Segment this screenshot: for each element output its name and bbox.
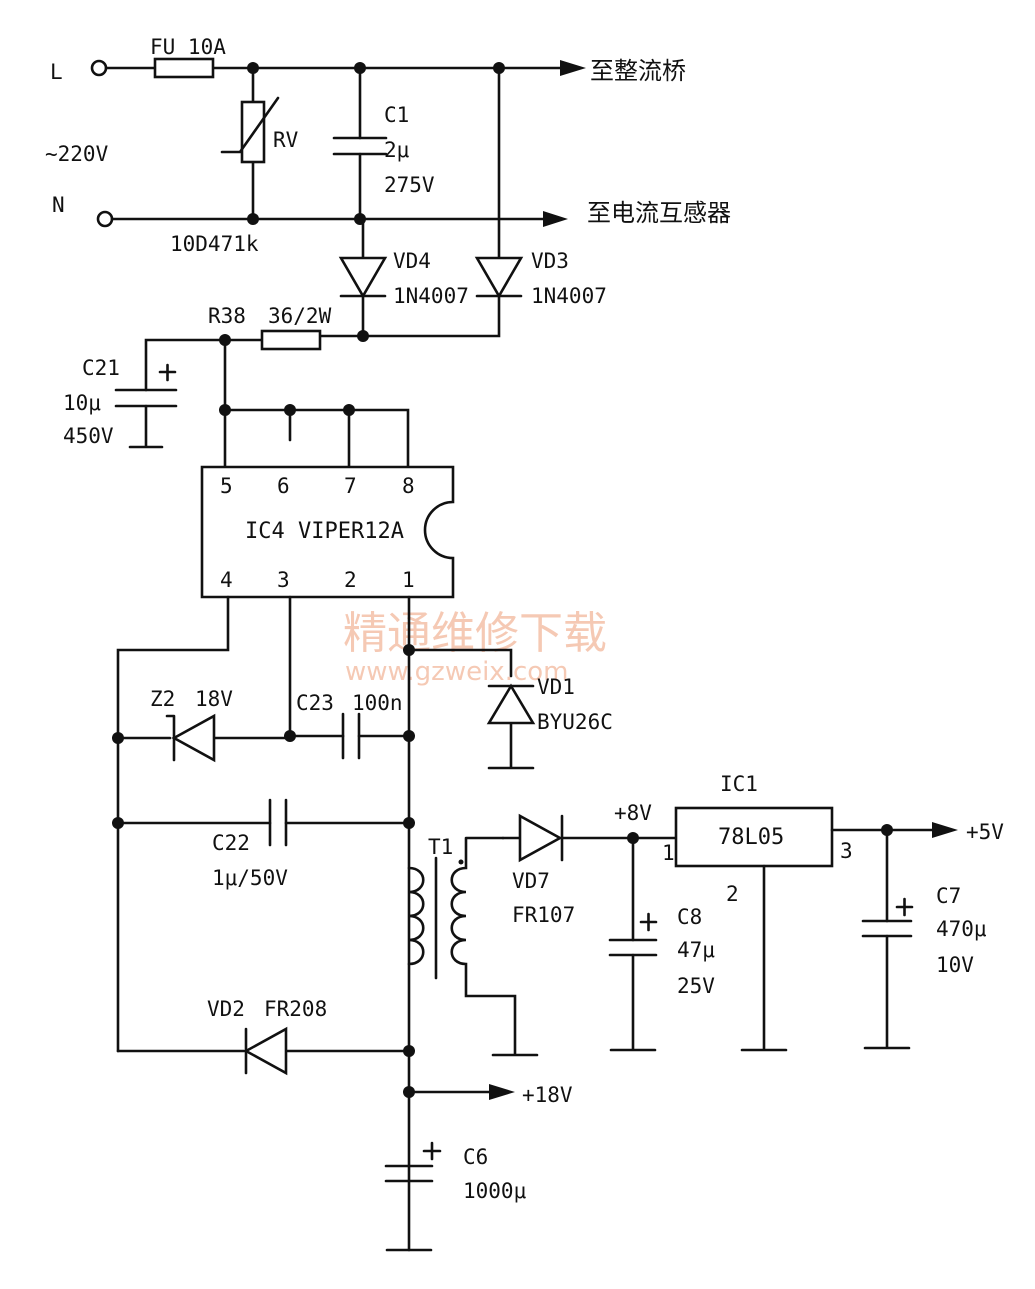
watermark-title: 精通维修下载 bbox=[343, 608, 607, 659]
capacitor-c22: C22 1μ/50V bbox=[116, 798, 411, 890]
arrow-5v-output bbox=[932, 822, 958, 838]
ic4-pin-2: 2 bbox=[344, 568, 357, 592]
capacitor-c7: C7 470μ 10V bbox=[861, 828, 987, 1050]
vd3-part: 1N4007 bbox=[531, 284, 607, 308]
output-18v-label: +18V bbox=[522, 1083, 573, 1107]
t1-ref: T1 bbox=[428, 835, 453, 859]
c21-value: 10μ bbox=[63, 391, 101, 415]
capacitor-c1: C1 2μ 275V bbox=[332, 66, 435, 221]
ic4-top-wiring bbox=[223, 338, 410, 470]
ic4-label: IC4 VIPER12A bbox=[245, 519, 404, 544]
ic4-pin-8: 8 bbox=[402, 474, 415, 498]
arrow-18v-output bbox=[489, 1084, 515, 1100]
ic1-ref: IC1 bbox=[720, 772, 758, 796]
vd2-ref: VD2 bbox=[207, 997, 245, 1021]
vd1-part: BYU26C bbox=[537, 710, 613, 734]
r38-value: 36/2W bbox=[268, 304, 332, 328]
ic4-viper12a: 5 6 7 8 IC4 VIPER12A 4 3 2 1 bbox=[200, 465, 455, 599]
varistor-part: 10D471k bbox=[170, 232, 259, 256]
diode-vd3: VD3 1N4007 bbox=[361, 66, 607, 338]
z2-value: 18V bbox=[195, 687, 233, 711]
c21-voltage: 450V bbox=[63, 424, 114, 448]
terminal-n bbox=[96, 210, 114, 228]
r38-ref: R38 bbox=[208, 304, 246, 328]
c23-value: 100n bbox=[352, 691, 403, 715]
output-rectifier-label: 至整流桥 bbox=[590, 57, 686, 85]
capacitor-c23: C23 100n bbox=[288, 691, 411, 760]
c21-ref: C21 bbox=[82, 356, 120, 380]
output-18v: +18V bbox=[407, 1083, 573, 1107]
output-ct-label: 至电流互感器 bbox=[587, 199, 731, 227]
arrow-to-current-transformer bbox=[543, 211, 568, 227]
arrow-to-rectifier bbox=[560, 60, 586, 76]
ic4-pin-4: 4 bbox=[220, 568, 233, 592]
output-5v-label: +5V bbox=[966, 820, 1004, 844]
vd1-ref: VD1 bbox=[537, 675, 575, 699]
vd4-ref: VD4 bbox=[393, 249, 431, 273]
ic4-pin-6: 6 bbox=[277, 474, 290, 498]
regulator-ic1: IC1 78L05 1 2 3 +5V bbox=[662, 772, 1004, 1052]
ic4-pin-5: 5 bbox=[220, 474, 233, 498]
c8-ref: C8 bbox=[677, 905, 702, 929]
c6-value: 1000μ bbox=[463, 1179, 527, 1203]
ic4-pin-7: 7 bbox=[344, 474, 357, 498]
z2-ref: Z2 bbox=[150, 687, 175, 711]
fuse-label: FU 10A bbox=[150, 35, 226, 59]
ic1-pin-out: 3 bbox=[840, 839, 853, 863]
capacitor-c6: C6 1000μ bbox=[384, 1141, 527, 1252]
junction-dots bbox=[112, 62, 893, 1098]
c1-voltage: 275V bbox=[384, 173, 435, 197]
zener-z2: Z2 18V bbox=[116, 687, 292, 763]
diode-vd4: VD4 1N4007 bbox=[338, 217, 469, 338]
ac-input: L N ~220V 至整流桥 至电流互感器 bbox=[45, 57, 731, 228]
input-voltage-label: ~220V bbox=[45, 142, 109, 166]
c6-ref: C6 bbox=[463, 1145, 488, 1169]
c22-value: 1μ/50V bbox=[212, 866, 288, 890]
c22-ref: C22 bbox=[212, 831, 250, 855]
c1-value: 2μ bbox=[384, 138, 410, 162]
input-neutral-label: N bbox=[52, 193, 65, 217]
ic4-pin-1: 1 bbox=[402, 568, 415, 592]
diode-vd7: VD7 FR107 bbox=[501, 813, 678, 927]
ic4-pin-3: 3 bbox=[277, 568, 290, 592]
c8-voltage: 25V bbox=[677, 974, 715, 998]
diode-vd2: VD2 FR208 bbox=[116, 997, 411, 1076]
resistor-r38: R38 36/2W bbox=[208, 304, 365, 351]
terminal-l bbox=[90, 59, 108, 77]
varistor-ref: RV bbox=[273, 128, 299, 152]
vd2-part: FR208 bbox=[264, 997, 327, 1021]
ic1-part: 78L05 bbox=[718, 825, 784, 850]
ic1-pin-in: 1 bbox=[662, 841, 675, 865]
c1-ref: C1 bbox=[384, 103, 409, 127]
ic4-bottom-wiring bbox=[116, 595, 535, 1252]
capacitor-c8: C8 47μ 25V bbox=[608, 836, 715, 1052]
vd7-ref: VD7 bbox=[512, 869, 550, 893]
watermark-url: www.gzweix.com bbox=[345, 657, 569, 687]
c7-voltage: 10V bbox=[936, 953, 974, 977]
vd3-ref: VD3 bbox=[531, 249, 569, 273]
transformer-t1: T1 bbox=[407, 835, 539, 1057]
input-line-label: L bbox=[50, 60, 63, 84]
vd7-part: FR107 bbox=[512, 903, 575, 927]
capacitor-c21: C21 10μ 450V bbox=[63, 338, 227, 449]
c7-ref: C7 bbox=[936, 884, 961, 908]
vd4-part: 1N4007 bbox=[393, 284, 469, 308]
c7-value: 470μ bbox=[936, 917, 987, 941]
diode-vd1: VD1 BYU26C bbox=[486, 675, 613, 734]
fuse-fu: FU 10A bbox=[150, 35, 226, 79]
c23-ref: C23 bbox=[296, 691, 334, 715]
ic1-pin-gnd: 2 bbox=[726, 882, 739, 906]
node-8v-label: +8V bbox=[614, 801, 652, 825]
varistor-rv: RV 10D471k bbox=[170, 66, 299, 256]
c8-value: 47μ bbox=[677, 938, 715, 962]
